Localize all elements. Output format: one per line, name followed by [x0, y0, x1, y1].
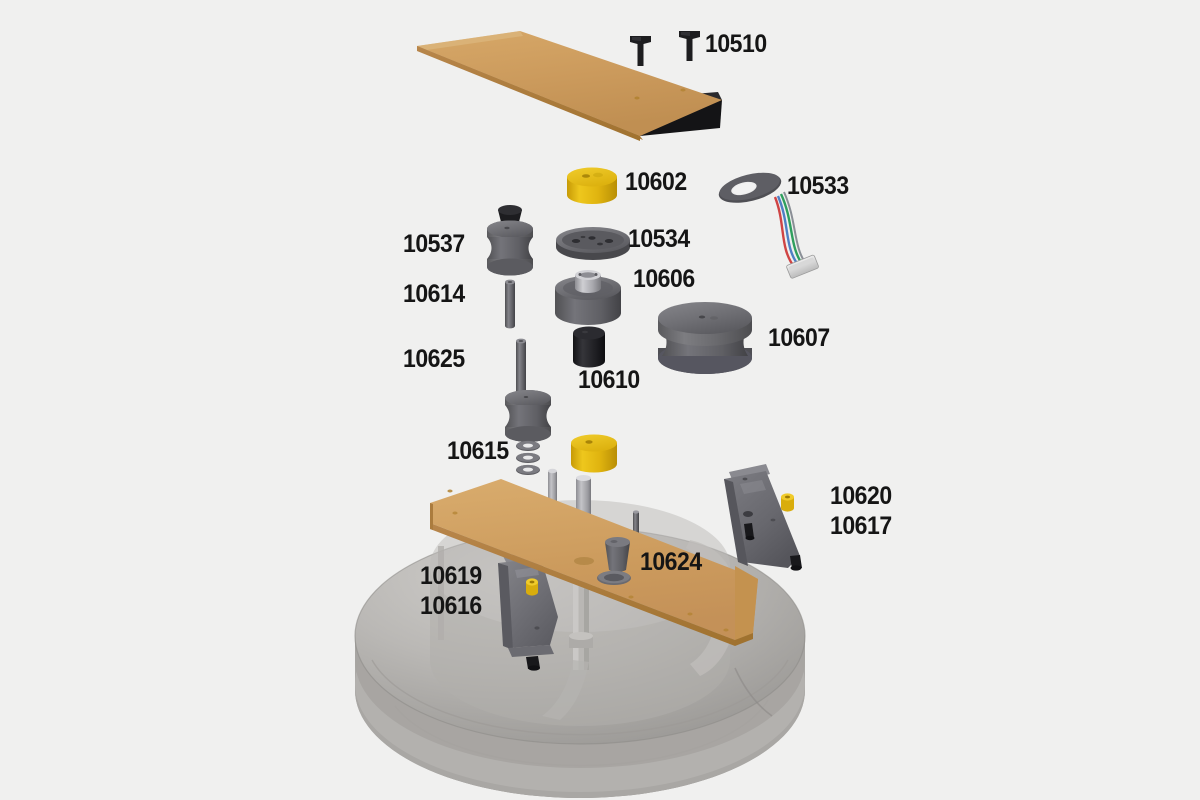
label-10614: 10614	[403, 280, 465, 308]
yellow-roller-left	[526, 578, 538, 596]
label-10606: 10606	[633, 265, 695, 293]
label-10602: 10602	[625, 168, 687, 196]
part-10533-sensor-harness	[718, 172, 819, 279]
part-10510-screw-left	[630, 36, 651, 66]
part-10510-screw-right	[679, 31, 700, 61]
part-bracket-right	[724, 464, 802, 571]
part-10610-black-bushing	[573, 326, 605, 368]
part-upper-wood-plank	[417, 31, 722, 141]
part-lower-wood-plank	[430, 479, 758, 646]
part-10602-roller-upper	[567, 167, 617, 204]
label-10624: 10624	[640, 548, 702, 576]
part-lower-spool	[505, 390, 551, 442]
washer-3	[516, 464, 540, 475]
part-10606-hub-assembly	[555, 270, 621, 325]
label-10537: 10537	[403, 230, 465, 258]
part-10614-long-pin	[505, 279, 515, 329]
label-10534: 10534	[628, 225, 690, 253]
label-10510: 10510	[705, 30, 767, 58]
part-10534-perforated-disc	[556, 227, 630, 260]
part-10602-roller-lower	[571, 434, 617, 473]
label-10607: 10607	[768, 324, 830, 352]
label-10625: 10625	[403, 345, 465, 373]
label-10616: 10616	[420, 592, 482, 620]
label-10610: 10610	[578, 366, 640, 394]
part-10624-cone-bushing	[597, 537, 631, 585]
part-10615-washer-set	[516, 440, 540, 475]
part-10625-short-pin	[516, 338, 526, 396]
washer-1	[516, 440, 540, 451]
label-10533: 10533	[787, 172, 849, 200]
washer-2	[516, 452, 540, 463]
label-10615: 10615	[447, 437, 509, 465]
yellow-roller-right	[781, 493, 794, 512]
part-bracket-left	[498, 551, 558, 671]
label-10617: 10617	[830, 512, 892, 540]
part-10607-large-pulley	[658, 302, 752, 374]
label-10619: 10619	[420, 562, 482, 590]
part-10537-spool	[487, 205, 533, 276]
label-10620: 10620	[830, 482, 892, 510]
